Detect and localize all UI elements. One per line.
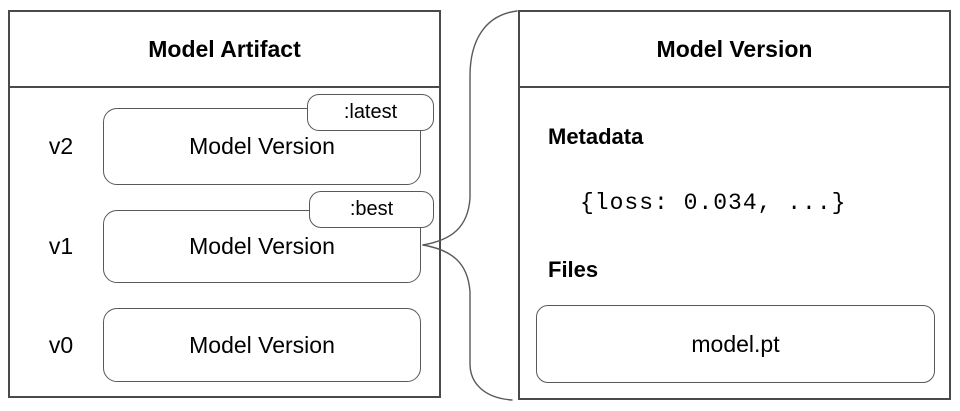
model-version-box-v0: Model Version	[103, 308, 421, 382]
file-box-model-pt: model.pt	[536, 305, 935, 383]
metadata-heading: Metadata	[548, 124, 644, 149]
tag-badge-best: :best	[309, 191, 434, 228]
files-heading: Files	[548, 257, 599, 282]
version-label-v2: v2	[48, 133, 74, 159]
tag-badge-latest: :latest	[307, 94, 434, 131]
metadata-value: {loss: 0.034, ...}	[580, 190, 847, 216]
version-label-v1: v1	[48, 233, 74, 259]
model-version-box-v1: Model Version	[103, 210, 421, 283]
model-version-panel: Model Version Metadata {loss: 0.034, ...…	[518, 10, 951, 400]
model-artifact-panel: Model Artifact v2 Model Version :latest …	[8, 10, 441, 398]
version-label-v0: v0	[48, 331, 74, 358]
model-version-title: Model Version	[520, 12, 949, 88]
model-artifact-title: Model Artifact	[10, 12, 439, 88]
